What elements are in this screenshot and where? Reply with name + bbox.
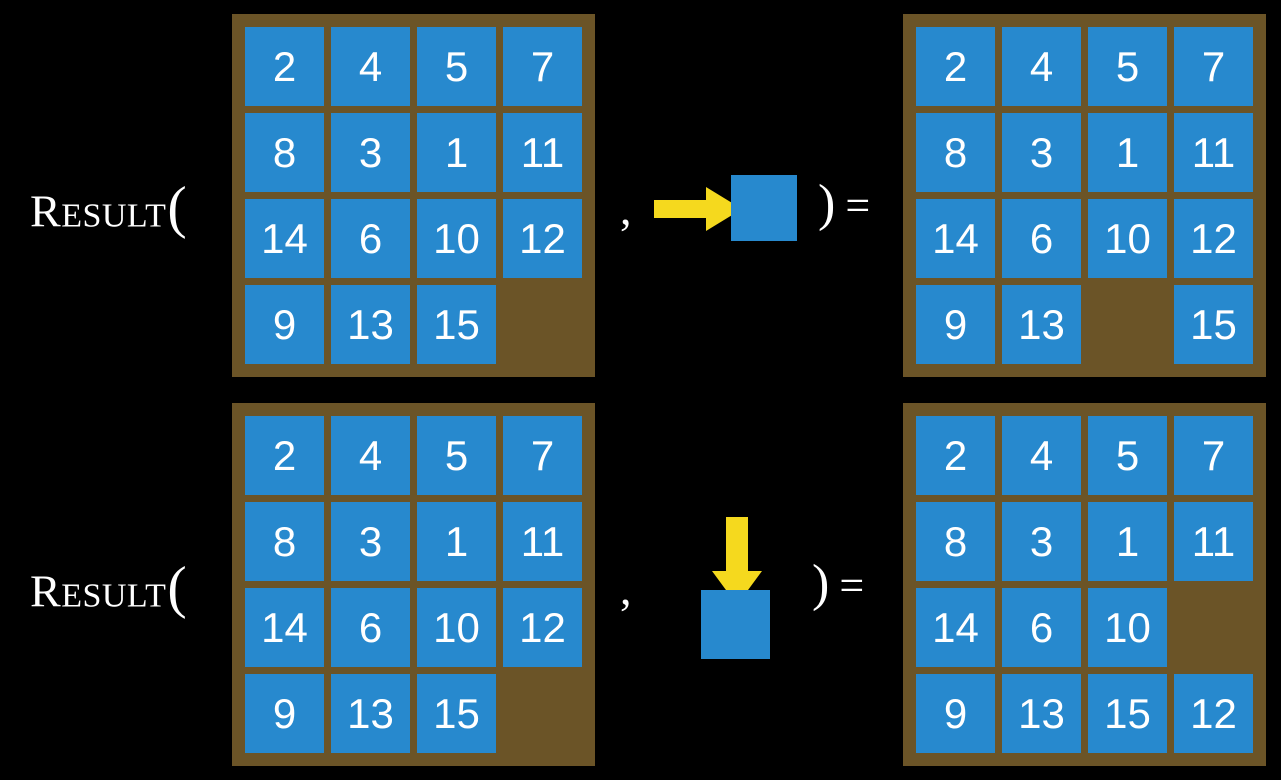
open-paren-bottom: ( (167, 554, 188, 620)
result-label-rest: ESULT (61, 197, 167, 235)
tile[interactable]: 3 (331, 502, 410, 581)
tile[interactable]: 10 (417, 588, 496, 667)
tile[interactable]: 8 (245, 113, 324, 192)
open-paren-top: ( (167, 174, 188, 240)
output-board-bottom[interactable]: 2 4 5 7 8 3 1 11 14 6 10 9 13 15 12 (903, 403, 1266, 766)
tile[interactable]: 4 (1002, 27, 1081, 106)
tile[interactable]: 10 (417, 199, 496, 278)
tile[interactable]: 13 (331, 674, 410, 753)
close-paren-bottom: ) (812, 555, 830, 612)
tile[interactable]: 7 (1174, 416, 1253, 495)
tile[interactable]: 5 (1088, 416, 1167, 495)
tile[interactable]: 7 (503, 416, 582, 495)
tile[interactable]: 1 (417, 502, 496, 581)
tile[interactable]: 10 (1088, 199, 1167, 278)
tile[interactable]: 15 (417, 674, 496, 753)
result-label-cap: R (30, 185, 62, 237)
tile[interactable]: 7 (503, 27, 582, 106)
tile[interactable]: 6 (331, 199, 410, 278)
tile[interactable]: 15 (1088, 674, 1167, 753)
tile[interactable]: 4 (331, 416, 410, 495)
blank-slot[interactable] (503, 674, 582, 753)
tile[interactable]: 6 (1002, 199, 1081, 278)
tile[interactable]: 9 (245, 674, 324, 753)
tile[interactable]: 12 (503, 588, 582, 667)
tile[interactable]: 14 (916, 588, 995, 667)
tile[interactable]: 4 (331, 27, 410, 106)
tile[interactable]: 7 (1174, 27, 1253, 106)
tile[interactable]: 9 (245, 285, 324, 364)
tile[interactable]: 2 (916, 27, 995, 106)
tile[interactable]: 13 (331, 285, 410, 364)
move-right-operand (650, 165, 810, 255)
tile[interactable]: 5 (1088, 27, 1167, 106)
tile[interactable]: 2 (245, 27, 324, 106)
tile[interactable]: 11 (1174, 113, 1253, 192)
blank-slot[interactable] (1088, 285, 1167, 364)
tile[interactable]: 8 (245, 502, 324, 581)
close-paren-equals-top: )= (818, 178, 870, 230)
tile[interactable]: 1 (1088, 502, 1167, 581)
equals-sign-top: = (845, 181, 871, 230)
output-board-top[interactable]: 2 4 5 7 8 3 1 11 14 6 10 12 9 13 15 (903, 14, 1266, 377)
input-board-bottom[interactable]: 2 4 5 7 8 3 1 11 14 6 10 12 9 13 15 (232, 403, 595, 766)
arrow-right-icon (654, 187, 742, 231)
tile[interactable]: 2 (916, 416, 995, 495)
result-label-cap: R (30, 565, 62, 617)
tile[interactable]: 3 (1002, 113, 1081, 192)
tile[interactable]: 1 (417, 113, 496, 192)
tile[interactable]: 8 (916, 502, 995, 581)
tile[interactable]: 14 (245, 199, 324, 278)
tile[interactable]: 11 (503, 113, 582, 192)
tile[interactable]: 5 (417, 416, 496, 495)
tile[interactable]: 6 (331, 588, 410, 667)
tile[interactable]: 13 (1002, 285, 1081, 364)
tile[interactable]: 15 (417, 285, 496, 364)
tile[interactable]: 15 (1174, 285, 1253, 364)
input-board-top[interactable]: 2 4 5 7 8 3 1 11 14 6 10 12 9 13 15 (232, 14, 595, 377)
tile[interactable]: 9 (916, 674, 995, 753)
close-paren-equals-bottom: )= (812, 558, 864, 610)
tile[interactable]: 14 (916, 199, 995, 278)
result-label-rest: ESULT (61, 577, 167, 615)
tile[interactable]: 3 (331, 113, 410, 192)
blank-slot[interactable] (1174, 588, 1253, 667)
close-paren-top: ) (818, 175, 836, 232)
tile[interactable]: 1 (1088, 113, 1167, 192)
tile[interactable]: 8 (916, 113, 995, 192)
arrow-down-icon (712, 517, 762, 605)
tile[interactable]: 5 (417, 27, 496, 106)
move-down-operand (695, 510, 795, 665)
tile[interactable]: 12 (503, 199, 582, 278)
tile[interactable]: 13 (1002, 674, 1081, 753)
equals-sign-bottom: = (839, 561, 865, 610)
tile[interactable]: 10 (1088, 588, 1167, 667)
moving-tile-right[interactable] (731, 175, 797, 241)
tile[interactable]: 3 (1002, 502, 1081, 581)
tile[interactable]: 11 (1174, 502, 1253, 581)
comma-separator-bottom: , (620, 563, 632, 614)
tile[interactable]: 14 (245, 588, 324, 667)
tile[interactable]: 4 (1002, 416, 1081, 495)
tile[interactable]: 9 (916, 285, 995, 364)
tile[interactable]: 11 (503, 502, 582, 581)
tile[interactable]: 12 (1174, 674, 1253, 753)
comma-separator-top: , (620, 183, 632, 234)
moving-tile-down[interactable] (701, 590, 770, 659)
tile[interactable]: 12 (1174, 199, 1253, 278)
tile[interactable]: 6 (1002, 588, 1081, 667)
blank-slot[interactable] (503, 285, 582, 364)
tile[interactable]: 2 (245, 416, 324, 495)
